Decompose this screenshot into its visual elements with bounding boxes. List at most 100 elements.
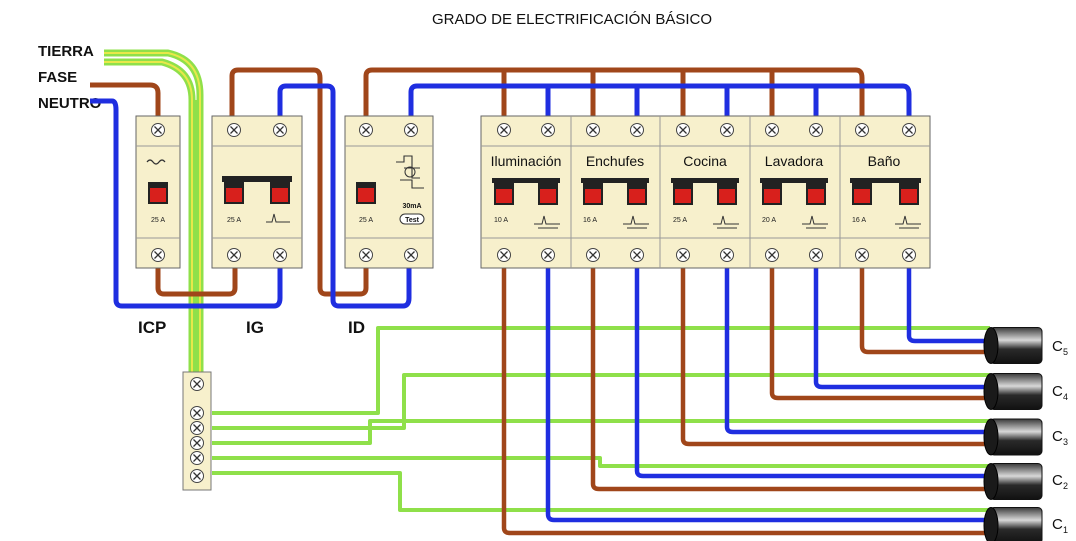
terminal-screw xyxy=(540,122,556,138)
cable-tag-c3: C 3 xyxy=(1052,428,1068,447)
fase-label: FASE xyxy=(38,69,77,86)
circuit-rating-bano: 16 A xyxy=(852,217,866,224)
circuit-rating-cocina: 25 A xyxy=(673,217,687,224)
terminal-screw xyxy=(901,247,917,263)
ig-label: IG xyxy=(246,318,264,337)
cable-end xyxy=(983,327,999,364)
circuit-name-iluminacion: Iluminación xyxy=(491,153,562,169)
terminal-screw xyxy=(808,122,824,138)
diagram-title: GRADO DE ELECTRIFICACIÓN BÁSICO xyxy=(432,11,712,28)
terminal-screw xyxy=(496,247,512,263)
neutro-label: NEUTRO xyxy=(38,95,102,112)
cable-tag-c1: C 1 xyxy=(1052,516,1068,535)
circuit-breakers-panel xyxy=(480,115,931,269)
earth-wiring xyxy=(104,49,990,512)
output-cables xyxy=(983,327,1043,541)
cable-sheath-c4 xyxy=(983,373,1043,410)
circuit-name-cocina: Cocina xyxy=(683,153,727,169)
terminal-screw xyxy=(901,122,917,138)
toggle-switch-lever xyxy=(901,189,917,203)
terminal-screw xyxy=(808,247,824,263)
terminal-screw xyxy=(629,247,645,263)
svg-text:5: 5 xyxy=(1063,347,1068,357)
toggle-link-bar xyxy=(671,178,739,183)
circuit-rating-lavadora: 20 A xyxy=(762,217,776,224)
trip-curve-symbol xyxy=(802,215,828,229)
id-sensitivity: 30mA xyxy=(402,203,421,210)
circuit-name-lavadora: Lavadora xyxy=(765,153,824,169)
toggle-switch-lever xyxy=(585,189,601,203)
ig-breaker: 25 A xyxy=(211,115,303,269)
trip-curve-symbol xyxy=(623,215,649,229)
cable-sheath-c3 xyxy=(983,418,1043,456)
toggle-switch-lever xyxy=(540,189,556,203)
svg-text:2: 2 xyxy=(1063,481,1068,491)
earth-terminal-bar xyxy=(182,371,212,491)
toggle-link-bar xyxy=(850,178,921,183)
cable-sheath-c5 xyxy=(983,327,1043,364)
icp-rating: 25 A xyxy=(151,217,165,224)
toggle-switch-lever xyxy=(675,189,691,203)
terminal-screw xyxy=(719,122,735,138)
toggle-switch-lever xyxy=(764,189,780,203)
cable-end xyxy=(983,507,999,541)
svg-text:1: 1 xyxy=(1063,525,1068,535)
circuit-name-enchufes: Enchufes xyxy=(586,153,644,169)
toggle-link-bar xyxy=(492,178,560,183)
trip-curve-symbol xyxy=(713,215,739,229)
trip-curve-symbol xyxy=(534,215,560,229)
pia-module-bano xyxy=(850,122,921,263)
id-label: ID xyxy=(348,318,365,337)
svg-text:C: C xyxy=(1052,338,1063,355)
pia-module-lavadora xyxy=(760,122,828,263)
cable-tag-c2: C 2 xyxy=(1052,472,1068,491)
cable-end xyxy=(983,418,999,456)
terminal-screw xyxy=(629,122,645,138)
terminal-screw xyxy=(585,122,601,138)
toggle-switch-lever xyxy=(496,189,512,203)
svg-text:C: C xyxy=(1052,383,1063,400)
circuit-rating-enchufes: 16 A xyxy=(583,217,597,224)
svg-text:C: C xyxy=(1052,516,1063,533)
ig-rating: 25 A xyxy=(227,217,241,224)
svg-text:C: C xyxy=(1052,472,1063,489)
cable-tag-c5: C 5 xyxy=(1052,338,1068,357)
terminal-screw xyxy=(496,122,512,138)
terminal-screw xyxy=(675,122,691,138)
terminal-screw xyxy=(675,247,691,263)
cable-end xyxy=(983,463,999,500)
circuit-wiring xyxy=(501,258,990,536)
cable-sheath-c2 xyxy=(983,463,1043,500)
circuit-name-bano: Baño xyxy=(868,153,901,169)
toggle-switch-lever xyxy=(629,189,645,203)
toggle-link-bar xyxy=(760,178,828,183)
terminal-screw xyxy=(540,247,556,263)
terminal-screw xyxy=(764,122,780,138)
terminal-screw xyxy=(719,247,735,263)
svg-text:3: 3 xyxy=(1063,437,1068,447)
pia-module-iluminacion xyxy=(492,122,560,263)
terminal-screw xyxy=(854,122,870,138)
toggle-switch-lever xyxy=(808,189,824,203)
svg-text:C: C xyxy=(1052,428,1063,445)
toggle-link-bar xyxy=(581,178,649,183)
svg-text:4: 4 xyxy=(1063,392,1068,402)
terminal-screw xyxy=(764,247,780,263)
terminal-screw xyxy=(854,247,870,263)
tierra-label: TIERRA xyxy=(38,43,94,60)
cable-tag-c4: C 4 xyxy=(1052,383,1068,402)
circuit-rating-iluminacion: 10 A xyxy=(494,217,508,224)
pia-module-cocina xyxy=(671,122,739,263)
terminal-screw xyxy=(585,247,601,263)
id-test-button: Test xyxy=(405,217,420,224)
trip-curve-symbol xyxy=(895,215,921,229)
cable-end xyxy=(983,373,999,410)
cable-sheath-c1 xyxy=(983,507,1043,541)
pia-module-enchufes xyxy=(581,122,649,263)
icp-breaker: 25 A xyxy=(135,115,181,269)
toggle-switch-lever xyxy=(719,189,735,203)
toggle-switch-lever xyxy=(854,189,870,203)
icp-label: ICP xyxy=(138,318,166,337)
id-rating: 25 A xyxy=(359,217,373,224)
